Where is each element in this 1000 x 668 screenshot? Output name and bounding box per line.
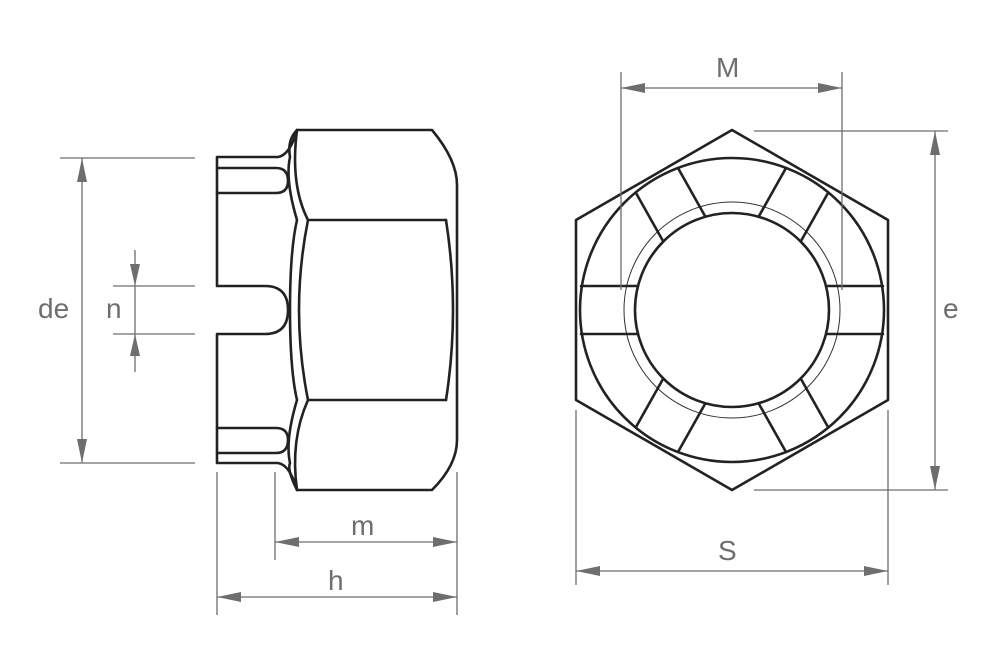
castle-crown — [215, 128, 299, 492]
slot-top — [215, 166, 290, 195]
label-n: n — [106, 293, 122, 324]
crown-slots — [579, 166, 885, 454]
dimension-de: de — [38, 157, 195, 464]
hex-face-arc-top — [293, 128, 310, 222]
dimension-S: S — [575, 410, 889, 585]
front-view — [574, 128, 890, 492]
side-view — [215, 128, 459, 492]
hex-face-arc-right — [444, 218, 455, 402]
dimension-e: e — [754, 130, 959, 491]
dimension-m: m — [274, 472, 458, 615]
hex-face-arc — [297, 218, 310, 402]
hex-body-outline — [287, 128, 459, 492]
thread-circle — [623, 201, 841, 419]
dimension-n: n — [106, 250, 195, 372]
label-S: S — [718, 535, 737, 566]
slot-bottom — [215, 426, 290, 455]
label-M: M — [716, 52, 739, 83]
label-de: de — [38, 293, 69, 324]
dimension-h: h — [216, 472, 457, 615]
label-e: e — [943, 293, 959, 324]
bore-circle — [633, 211, 831, 409]
crown-outer-circle — [578, 156, 886, 464]
label-h: h — [328, 565, 344, 596]
hex-face-arc-bottom — [293, 398, 310, 492]
label-m: m — [351, 510, 374, 541]
dimension-M: M — [620, 52, 843, 290]
hexagon-outline — [574, 128, 890, 492]
